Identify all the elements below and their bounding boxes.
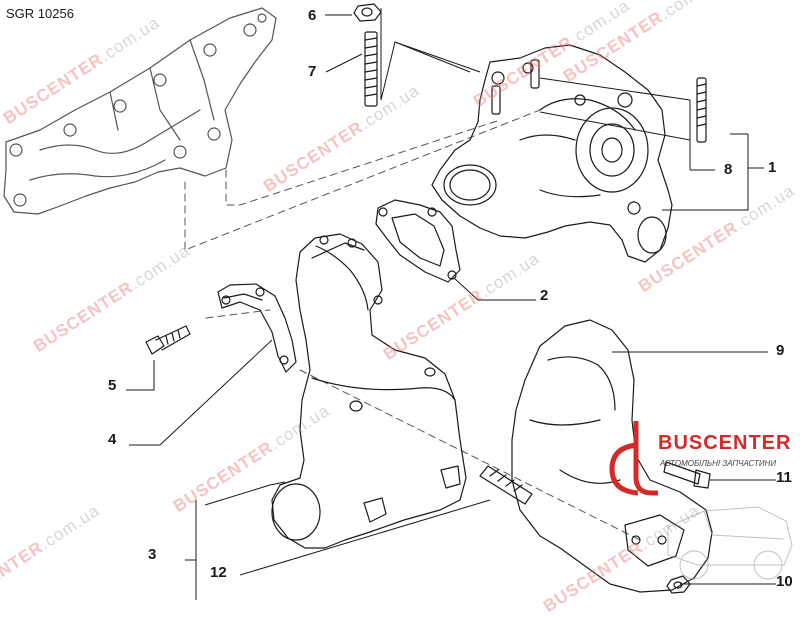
part-label-12: 12: [210, 564, 227, 581]
logo-name: BUSCENTER: [658, 432, 792, 454]
part-label-6: 6: [308, 7, 317, 24]
part-label-11: 11: [776, 469, 792, 486]
stud-8: [491, 59, 707, 143]
leader-lines: [126, 8, 776, 600]
alignment-line: [299, 369, 641, 541]
part-label-7: 7: [308, 63, 317, 80]
exhaust-manifold: [3, 7, 277, 215]
part-label-1: 1: [768, 159, 777, 176]
turbocharger: [431, 44, 673, 263]
nut-6: [353, 3, 382, 22]
alignment-line: [205, 309, 271, 319]
part-label-4: 4: [108, 431, 117, 448]
diagram-drawing: [3, 3, 776, 600]
buscenter-logo-graphic: [609, 421, 793, 580]
part-label-8: 8: [724, 161, 733, 178]
part-label-9: 9: [776, 342, 785, 359]
gasket-2: [375, 199, 461, 283]
part-label-3: 3: [148, 546, 157, 563]
logo-tagline: АВТОМОБІЛЬНІ ЗАПЧАСТИНИ: [660, 459, 777, 468]
alignment-line: [225, 119, 501, 206]
drawing-code: SGR 10256: [6, 6, 74, 21]
stud-12: [479, 465, 533, 505]
catalytic-converter-3: [271, 233, 467, 549]
bolt-11: [663, 461, 711, 489]
nut-10: [666, 575, 691, 594]
part-label-10: 10: [776, 573, 793, 590]
stud-7: [364, 31, 378, 107]
bracket-4: [217, 283, 297, 373]
bolt-5: [145, 325, 191, 355]
part-label-2: 2: [540, 287, 549, 304]
part-label-5: 5: [108, 377, 117, 394]
